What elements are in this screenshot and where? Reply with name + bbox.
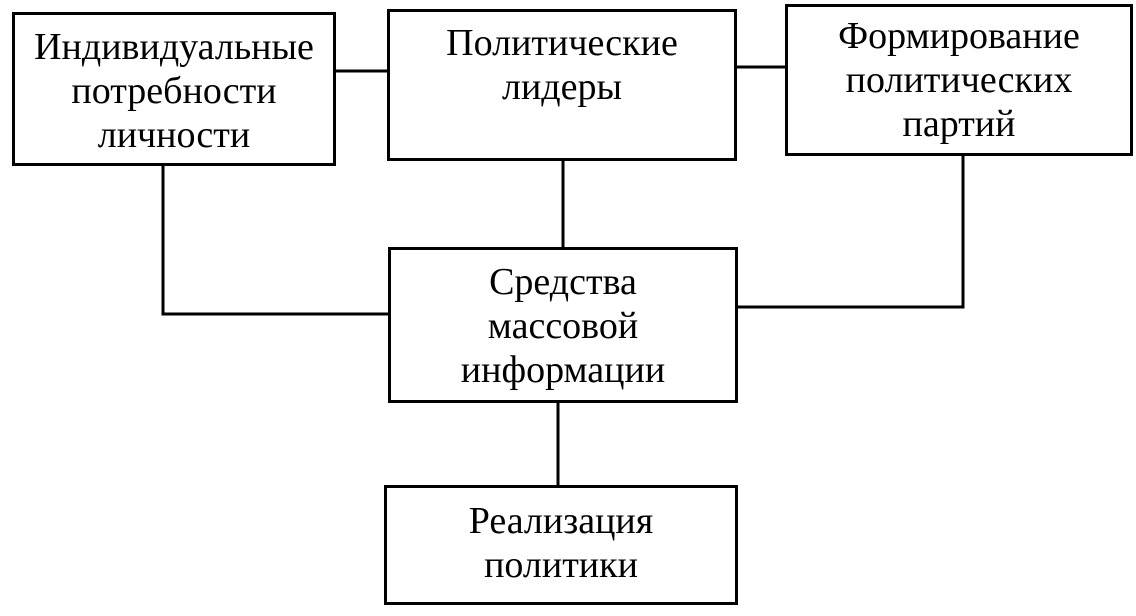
node-political-leaders: Политические лидеры	[387, 9, 737, 161]
node-political-leaders-label: Политические лидеры	[446, 22, 678, 108]
connector-individual-media	[161, 166, 388, 316]
node-policy-implementation: Реализация политики	[384, 485, 738, 605]
node-individual-needs-label: Индивидуальные потребности личности	[34, 26, 314, 156]
node-mass-media-label: Средства массовой информации	[460, 261, 666, 391]
node-policy-implementation-label: Реализация политики	[468, 500, 654, 586]
node-party-formation-label: Формирование политических партий	[838, 15, 1080, 145]
node-party-formation: Формирование политических партий	[785, 4, 1133, 156]
connector-parties-media	[738, 156, 965, 309]
node-mass-media: Средства массовой информации	[388, 247, 738, 403]
node-individual-needs: Индивидуальные потребности личности	[12, 12, 336, 166]
